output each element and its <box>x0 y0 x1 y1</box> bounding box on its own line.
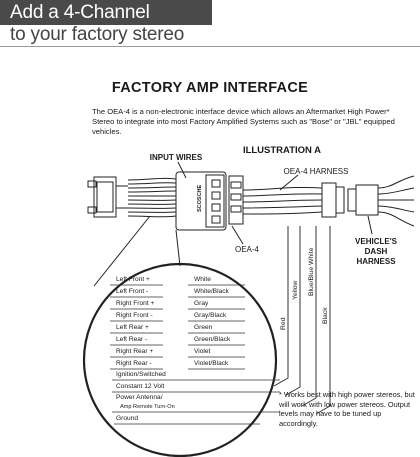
vertical-wire <box>285 226 301 396</box>
wire-name: Amp Remote Turn-On <box>120 404 175 410</box>
zoom-line-right <box>175 229 181 267</box>
wire-color: Green/Black <box>194 336 231 343</box>
vertical-wire-label: Yellow <box>292 281 299 300</box>
header-subtitle: to your factory stereo <box>10 24 185 45</box>
header-divider <box>0 46 420 47</box>
wire-name: Constant 12 Volt <box>116 383 165 390</box>
zoom-line-left <box>93 215 151 287</box>
wire-name: Ground <box>116 415 138 422</box>
vertical-wire-label: Blue/Blue White <box>308 247 315 296</box>
wire-name: Right Rear + <box>116 348 153 355</box>
vertical-wire-label: Red <box>280 317 287 330</box>
description: The OEA-4 is a non-electronic interface … <box>92 107 395 137</box>
oea4-module <box>175 171 244 231</box>
wire-color: Green <box>194 324 213 331</box>
wire-name: Right Front - <box>116 312 153 319</box>
vertical-wire <box>273 226 289 387</box>
illustration-label: ILLUSTRATION A <box>243 145 321 156</box>
wire-name: Left Front - <box>116 288 148 295</box>
oea4-label: OEA-4 <box>235 245 260 254</box>
wire-color: White <box>194 276 211 283</box>
wire-color: Gray <box>194 300 209 307</box>
wire-color: White/Black <box>194 288 230 295</box>
header: Add a 4-Channel Amplifier to your factor… <box>0 0 420 52</box>
scosche-brand-text: SCOSCHE <box>197 184 203 212</box>
wire-name: Left Rear - <box>116 336 147 343</box>
page-title: FACTORY AMP INTERFACE <box>111 80 309 96</box>
stereo-connector-icon <box>87 176 128 218</box>
harness-label: OEA-4 HARNESS <box>284 167 349 176</box>
dash-pointer <box>367 215 373 235</box>
vehicle-dash-label-2: DASH <box>365 247 388 256</box>
input-wire-bundle <box>127 177 177 218</box>
wire-table <box>110 284 280 425</box>
vehicle-dash-label-3: HARNESS <box>356 257 396 266</box>
input-wires-pointer <box>177 161 187 179</box>
harness-pointer <box>279 174 299 191</box>
footnote: * Works best with high power stereos, bu… <box>279 390 415 428</box>
input-wires-label: INPUT WIRES <box>150 153 203 162</box>
vertical-wire <box>301 226 317 407</box>
wire-color: Violet/Black <box>194 360 229 367</box>
wire-name: Left Rear + <box>116 324 149 331</box>
vehicle-dash-label-1: VEHICLE'S <box>355 237 398 246</box>
oea4-pointer <box>231 225 244 245</box>
vehicle-wires <box>377 175 415 227</box>
magnifier-circle <box>82 262 278 457</box>
vertical-wire <box>315 226 331 415</box>
wire-name: Ignition/Switched <box>116 371 166 378</box>
vertical-wires <box>273 226 331 415</box>
wire-color: Gray/Black <box>194 312 227 319</box>
vertical-wire-label: Black <box>322 307 329 324</box>
wire-name: Power Antenna/ <box>116 394 163 401</box>
oea4-harness <box>242 182 379 218</box>
header-title: Add a 4-Channel Amplifier <box>0 0 212 48</box>
wire-color: Violet <box>194 348 211 355</box>
wire-name: Left Front + <box>116 276 150 283</box>
wire-name: Right Front + <box>116 300 154 307</box>
wire-name: Right Rear - <box>116 360 152 367</box>
